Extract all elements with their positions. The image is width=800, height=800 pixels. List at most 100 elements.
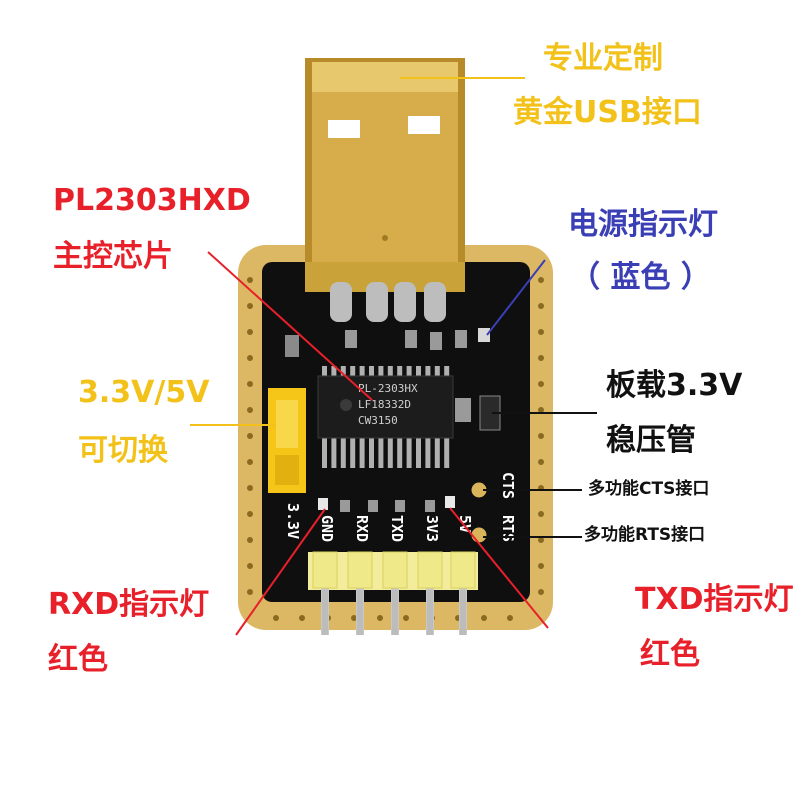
chip-pin [322,438,327,468]
cts-silkscreen: CTS [499,472,517,499]
switch-callout-line1: 3.3V/5V [78,375,210,410]
chip-text-line2: LF18332D [358,398,411,411]
edge-dot [538,355,544,361]
header-pin-housing [312,551,338,589]
pcb-edge-dots [247,277,544,621]
edge-dot [538,433,544,439]
chip-leader [207,251,373,401]
rts-silkscreen: RTS [499,515,517,542]
chip-pins-bottom [322,438,450,468]
chip-pin [397,438,403,468]
header-pin-housing [347,551,373,589]
regulator-callout-line1: 板载3.3V [606,368,743,403]
smd-components [285,328,501,431]
header-pin-leg [357,590,363,635]
rxd-led [318,498,328,510]
pin-header [308,551,478,635]
edge-dot [538,511,544,517]
chip-pin [331,366,337,377]
usb-callout-line2: 黄金USB接口 [513,95,702,130]
pin-label-txd: TXD [388,515,406,542]
pin-label-rxd: RXD [353,515,371,542]
chip-pin [369,366,374,377]
edge-dot [247,459,253,465]
header-pin-housing [417,551,443,589]
usb-hole-right [408,116,440,134]
chip-pin [340,366,346,377]
rxd-leader [235,508,326,636]
txd-callout-line1: TXD指示灯 [635,582,794,617]
chip-pin [425,438,431,468]
edge-dot [247,485,253,491]
header-pin-leg [392,590,398,635]
voltage-jumper [268,388,306,493]
chip-text-line3: CW3150 [358,414,398,427]
chip-pin [416,438,421,468]
chip-pins-top [322,366,450,377]
power-leader [486,259,546,336]
edge-dot [299,615,305,621]
edge-dot [538,563,544,569]
chip-pin [434,366,440,377]
chip-pin [350,438,356,468]
edge-dot [538,459,544,465]
chip-pin [425,366,431,377]
edge-dot [538,407,544,413]
chip-pin [369,438,374,468]
leds [318,496,455,512]
header-pin-leg [460,590,466,635]
edge-dot [247,589,253,595]
chip-pin [406,438,412,468]
edge-dot [273,615,279,621]
chip-pin [444,366,450,377]
usb-hole-left [328,120,360,138]
edge-dot [377,615,383,621]
edge-dot [247,355,253,361]
chip-pin [359,366,365,377]
main-chip: PL-2303HX LF18332D CW3150 [317,366,454,468]
txd-callout-line2: 红色 [640,637,700,672]
edge-dot [538,589,544,595]
usb-connector [305,58,465,292]
pin-label-gnd: GND [318,515,336,542]
edge-dot [538,277,544,283]
chip-pin [359,438,365,468]
power-callout-line1: 电源指示灯 [568,207,718,242]
edge-dot [247,433,253,439]
txd-led [445,496,455,508]
chip-pin [387,438,393,468]
header-pin-leg [322,590,328,635]
edge-dot [247,407,253,413]
edge-dot [507,615,513,621]
edge-dot [247,277,253,283]
regulator-callout-line2: 稳压管 [606,423,696,458]
header-pin-leg [427,590,433,635]
edge-dot [351,615,357,621]
chip-pin [350,366,356,377]
leader-lines [190,77,597,636]
chip-pin [444,438,450,468]
edge-dot [247,511,253,517]
edge-dot [538,537,544,543]
edge-dot [247,303,253,309]
edge-dot [247,537,253,543]
chip-pin [406,366,412,377]
chip-pin [340,438,346,468]
edge-dot [538,381,544,387]
chip-pin [378,438,384,468]
edge-dot [481,615,487,621]
edge-dot [247,329,253,335]
chip-text-line1: PL-2303HX [358,382,418,395]
jumper-silkscreen: 3.3V [284,503,302,539]
edge-dot [247,381,253,387]
chip-pin [322,366,327,377]
chip-callout-line1: PL2303HXD [53,183,251,218]
edge-dot [538,329,544,335]
chip-callout-line2: 主控芯片 [53,239,173,274]
chip-pin [397,366,403,377]
rxd-callout-line1: RXD指示灯 [48,587,210,622]
chip-pin [378,366,384,377]
switch-callout-line2: 可切换 [78,433,168,468]
pin-label-3v3: 3V3 [423,515,441,542]
